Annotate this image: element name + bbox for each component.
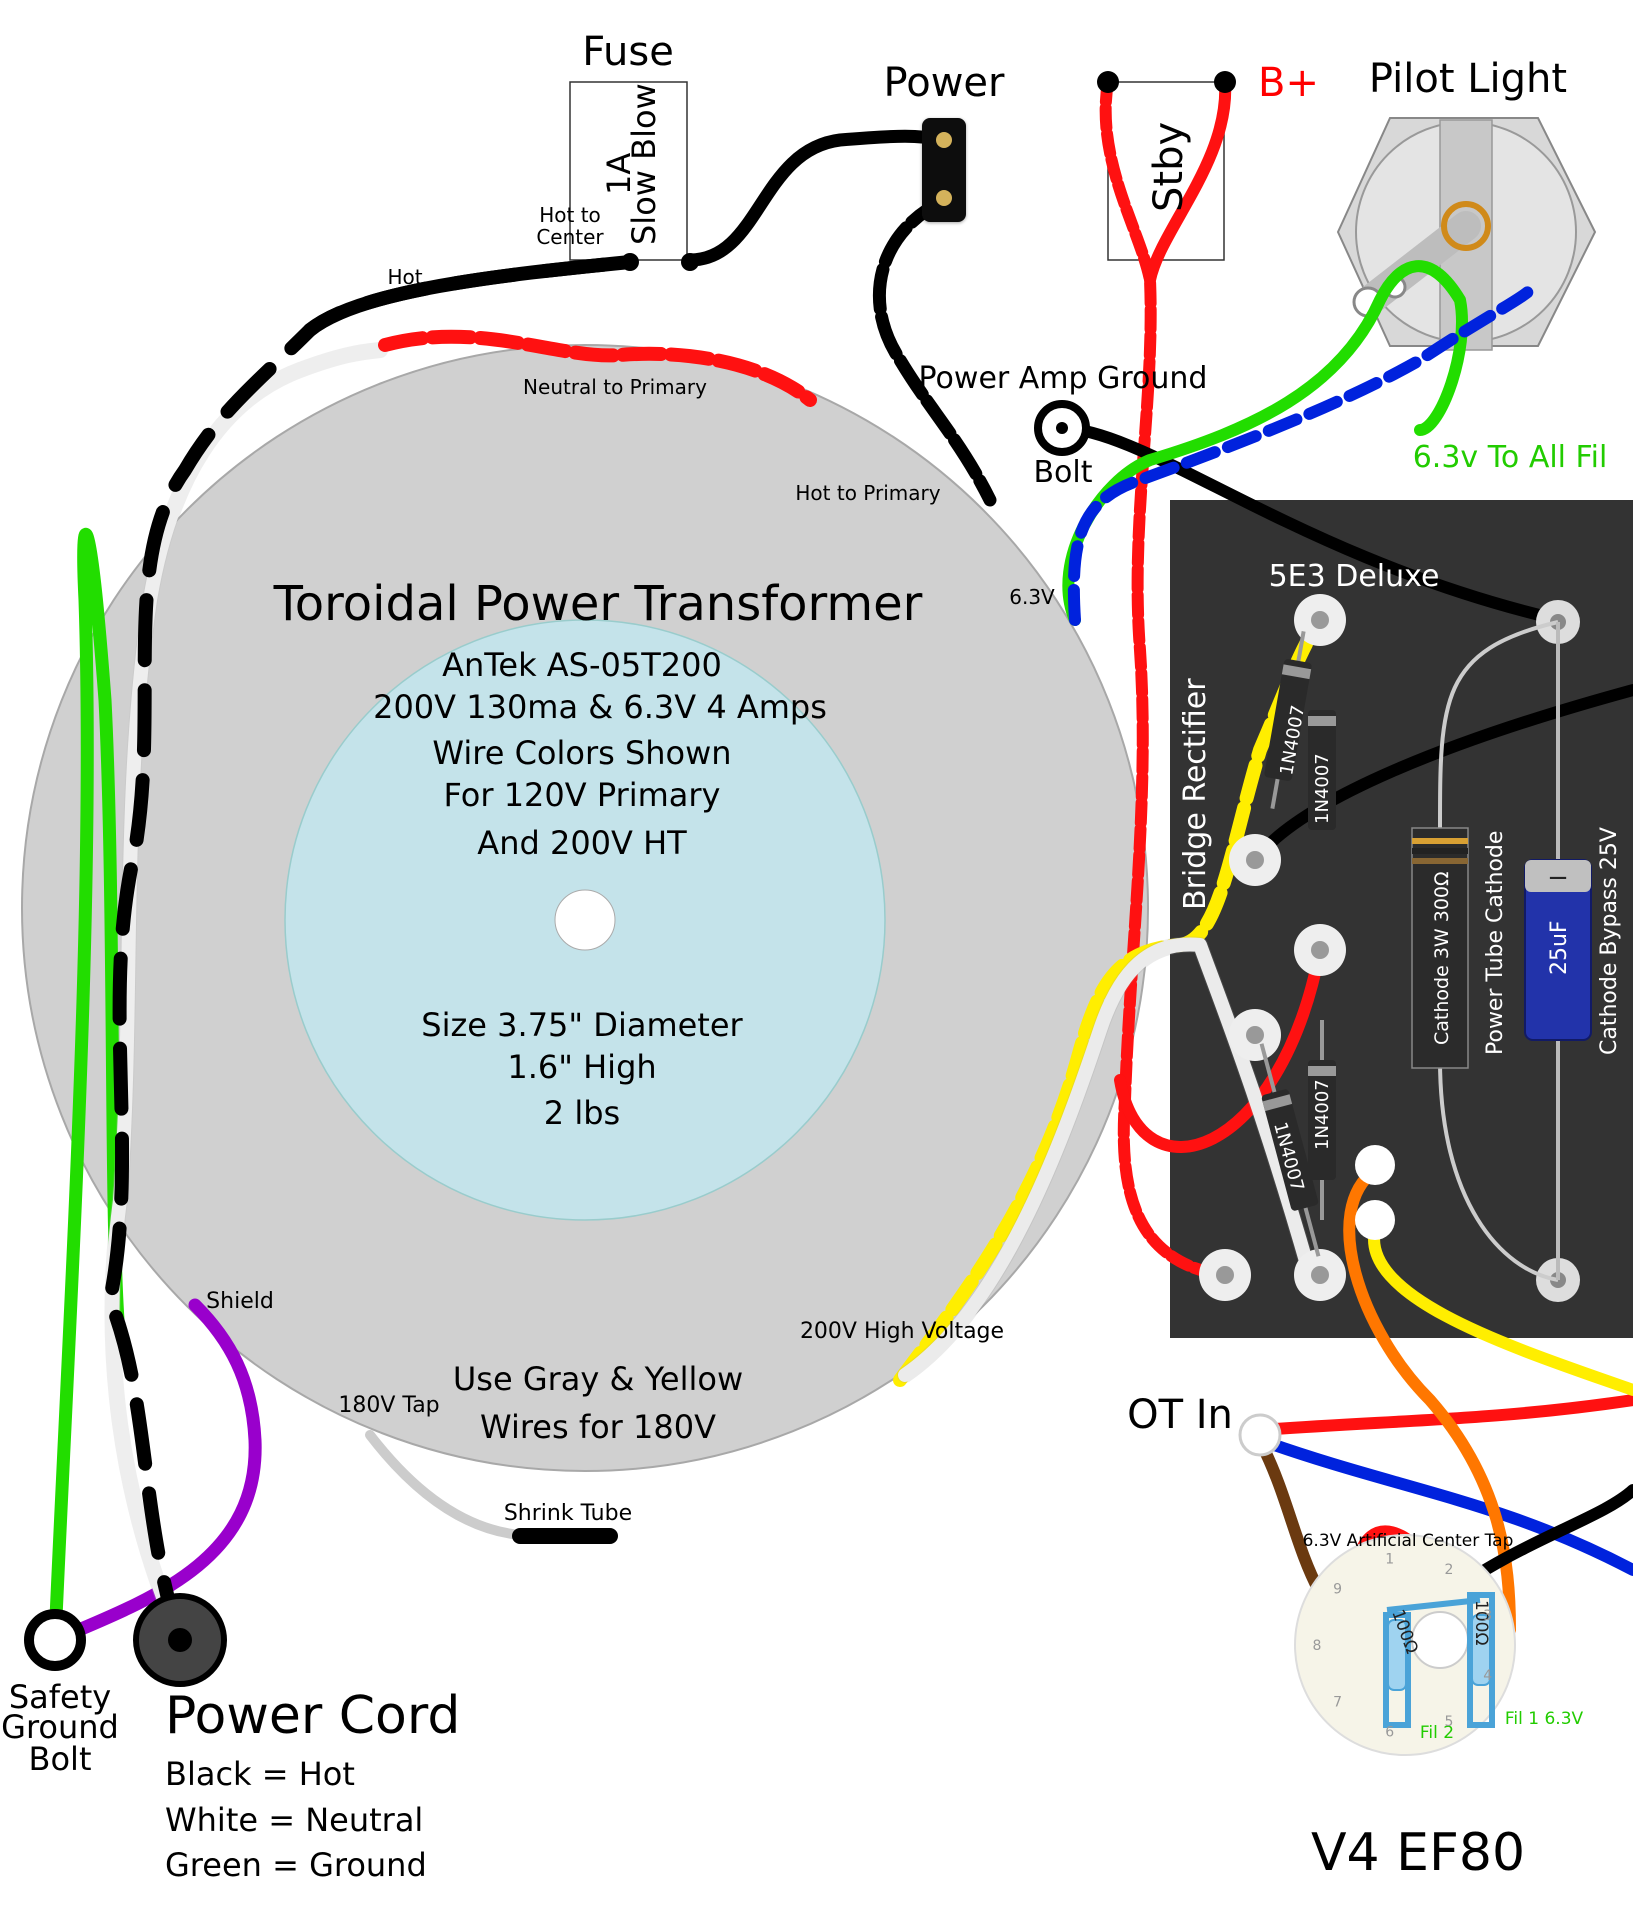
- cathode-bypass-label: Cathode Bypass 25V: [1597, 827, 1622, 1055]
- power-switch: [922, 118, 966, 222]
- pilot-light-socket: [1336, 117, 1597, 351]
- board-title: 5E3 Deluxe: [1269, 559, 1440, 594]
- safety-ground-label-2: Ground: [1, 1708, 119, 1746]
- standby-red-wire: [1099, 76, 1226, 1281]
- hv-white-wire: [898, 937, 1317, 1382]
- neutral-to-primary-label: Neutral to Primary: [523, 375, 707, 399]
- standby-red-wire-2: [1144, 76, 1232, 286]
- socket-pin-numbers: 1 2 3 4 5 6 7 8 9: [1313, 1551, 1493, 1740]
- cord-white-wire: [105, 343, 387, 1647]
- cap-minus-label: −: [1547, 863, 1569, 893]
- transformer-size-2: 1.6" High: [507, 1048, 656, 1086]
- cord-black-legend: Black = Hot: [165, 1755, 355, 1793]
- diode-label-4: 1N4007: [1312, 1079, 1333, 1150]
- text-labels: Fuse 1A Slow Blow Hot to Center Hot Powe…: [1, 29, 1622, 1884]
- socket-pin-7: 7: [1333, 1695, 1342, 1711]
- tap-note-1: Use Gray & Yellow: [453, 1360, 743, 1398]
- pilot-light-title: Pilot Light: [1369, 56, 1567, 102]
- socket-pin-3: 3: [1483, 1608, 1492, 1624]
- hv-white-outline: [897, 936, 1318, 1383]
- socket-pin-6: 6: [1385, 1725, 1394, 1741]
- bridge-rectifier-label: Bridge Rectifier: [1178, 678, 1213, 910]
- toroidal-transformer: [21, 344, 1149, 1472]
- power-to-primary-wire: [872, 193, 997, 507]
- diode-2: [1308, 710, 1336, 830]
- resistor-100-label-2: 100Ω: [1471, 1600, 1491, 1645]
- transformer-ratings: 200V 130ma & 6.3V 4 Amps: [373, 688, 827, 726]
- fil1-label: Fil 1 6.3V: [1505, 1709, 1584, 1729]
- socket-pin-5: 5: [1445, 1714, 1454, 1730]
- power-amp-ground-wire: [1056, 422, 1566, 626]
- board-black-wire: [1249, 684, 1633, 866]
- diode-4: [1308, 1020, 1336, 1220]
- cord-green-legend: Green = Ground: [165, 1846, 427, 1884]
- artificial-ct-label: 6.3V Artificial Center Tap: [1303, 1531, 1514, 1551]
- fuse-body-2: Slow Blow: [625, 83, 663, 245]
- shrink-tube-label: Shrink Tube: [504, 1501, 632, 1526]
- board-eyelets: [1199, 594, 1580, 1302]
- filament-all-label: 6.3v To All Fil: [1413, 440, 1608, 475]
- socket-pin-9: 9: [1333, 1581, 1342, 1597]
- shield-wire: [48, 1298, 262, 1647]
- safety-ground-label-3: Bolt: [29, 1740, 92, 1778]
- fuse-body-1: 1A: [600, 153, 638, 195]
- diode-3: [1259, 1043, 1321, 1257]
- transformer-note-2: For 120V Primary: [444, 776, 721, 814]
- yellow-wire-board: [1368, 1224, 1633, 1396]
- b-plus-label: B+: [1258, 60, 1319, 106]
- red-to-diode: [1114, 944, 1326, 1153]
- fil2-label: Fil 2: [1420, 1723, 1454, 1743]
- tube-socket: [1294, 1534, 1516, 1756]
- hot-label: Hot: [387, 265, 422, 289]
- socket-pin-8: 8: [1313, 1638, 1322, 1654]
- ot-in-label: OT In: [1127, 1392, 1233, 1438]
- fuse-holder: [569, 81, 688, 261]
- transformer-size-3: 2 lbs: [544, 1094, 620, 1132]
- hot-wire: [303, 255, 637, 337]
- transformer-note-1: Wire Colors Shown: [432, 734, 731, 772]
- diode-label-2: 1N4007: [1312, 753, 1333, 824]
- transformer-note-3: And 200V HT: [477, 824, 687, 862]
- transformer-title: Toroidal Power Transformer: [273, 576, 923, 632]
- ot-blue-wire: [1254, 1434, 1633, 1576]
- wires: [48, 76, 1633, 1656]
- cathode-resistor: [1411, 620, 1559, 1282]
- fuse-to-power-wire: [683, 129, 947, 267]
- safety-ground-label-1: Safety: [9, 1678, 111, 1716]
- tap-note-2: Wires for 180V: [480, 1408, 716, 1446]
- socket-pin-2: 2: [1445, 1562, 1454, 1578]
- transformer-size-1: Size 3.75" Diameter: [421, 1006, 743, 1044]
- bolt-label: Bolt: [1033, 455, 1092, 490]
- diode-1: [1264, 631, 1312, 809]
- tube-label: V4 EF80: [1311, 1823, 1525, 1883]
- stby-label: Stby: [1146, 122, 1192, 212]
- tap-180-wire: [365, 1430, 525, 1540]
- bypass-capacitor: [1524, 622, 1592, 1280]
- cathode-resistor-label: Cathode 3W 300Ω: [1431, 871, 1453, 1045]
- ground-wire-green: [48, 528, 125, 1647]
- tap-180-label: 180V Tap: [338, 1393, 439, 1418]
- hot-to-primary-label: Hot to Primary: [795, 481, 940, 505]
- cord-white-outline: [104, 342, 388, 1648]
- hardware: [24, 71, 1282, 1687]
- hot-to-center-2: Center: [536, 225, 604, 249]
- power-tube-cathode-label: Power Tube Cathode: [1483, 831, 1508, 1055]
- fuse-title: Fuse: [582, 29, 674, 75]
- power-cord-title: Power Cord: [165, 1686, 460, 1746]
- filament-blue-wire: [1067, 284, 1536, 626]
- socket-pin-4: 4: [1483, 1668, 1492, 1684]
- power-amp-ground-label: Power Amp Ground: [919, 361, 1208, 396]
- hot-to-center-1: Hot to: [539, 203, 601, 227]
- cord-white-legend: White = Neutral: [165, 1801, 423, 1839]
- hv-200-label: 200V High Voltage: [800, 1319, 1004, 1344]
- transformer-model: AnTek AS-05T200: [442, 646, 722, 684]
- shield-label: Shield: [206, 1289, 274, 1314]
- neutral-primary-red: [378, 329, 817, 407]
- socket-pin-1: 1: [1385, 1551, 1394, 1567]
- v63-label: 6.3V: [1009, 585, 1055, 609]
- cap-value-label: 25uF: [1547, 920, 1572, 975]
- power-title: Power: [884, 60, 1005, 106]
